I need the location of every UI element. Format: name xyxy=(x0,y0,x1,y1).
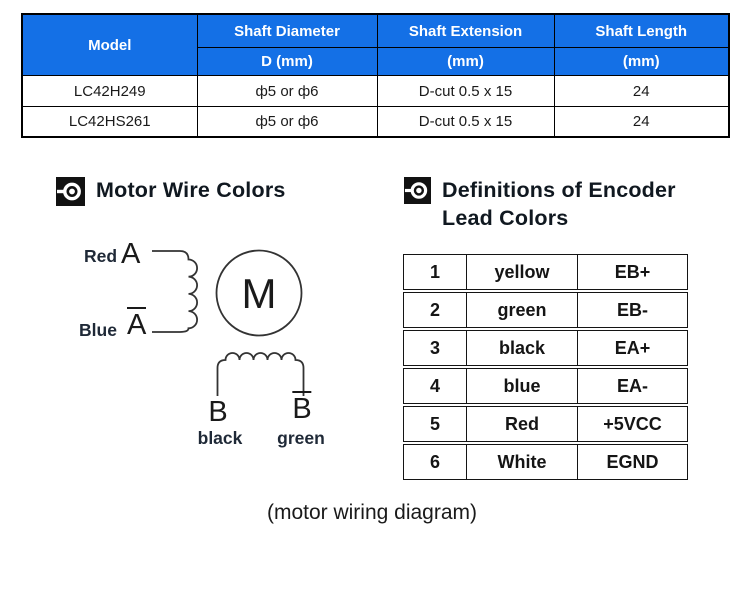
spec-cell-model: LC42H249 xyxy=(21,75,198,107)
encoder-wire-color: yellow xyxy=(467,254,578,290)
encoder-signal: EA- xyxy=(578,368,688,404)
spec-header-shaft-extension: Shaft Extension xyxy=(376,13,555,48)
terminal-a-bar-label: A xyxy=(127,307,147,341)
shaft-spec-table: Model Shaft Diameter Shaft Extension Sha… xyxy=(21,13,730,138)
phase-a-positive-color-label: Red xyxy=(84,246,118,266)
terminal-a-label: A xyxy=(121,238,141,270)
encoder-signal: EGND xyxy=(578,444,688,480)
terminal-b-label: B xyxy=(208,396,228,428)
encoder-signal: EA+ xyxy=(578,330,688,366)
encoder-pin: 2 xyxy=(403,292,467,328)
table-row: LC42H249 ф5 or ф6 D-cut 0.5 x 15 24 xyxy=(21,75,730,107)
spec-cell-length: 24 xyxy=(553,106,730,138)
encoder-signal: +5VCC xyxy=(578,406,688,442)
spec-cell-model: LC42HS261 xyxy=(21,106,198,138)
spec-cell-extension: D-cut 0.5 x 15 xyxy=(376,106,555,138)
bullseye-icon xyxy=(404,177,431,204)
encoder-title-line1: Definitions of Encoder xyxy=(442,178,676,202)
table-row: 2 green EB- xyxy=(403,292,688,328)
encoder-wire-color: black xyxy=(467,330,578,366)
motor-wire-colors-heading: Motor Wire Colors xyxy=(56,177,286,206)
phase-b-positive-color-label: black xyxy=(197,428,243,448)
encoder-pin: 1 xyxy=(403,254,467,290)
phase-b-coil xyxy=(216,352,305,396)
table-row: 4 blue EA- xyxy=(403,368,688,404)
table-row: 1 yellow EB+ xyxy=(403,254,688,290)
phase-a-coil xyxy=(152,250,198,333)
table-row: 5 Red +5VCC xyxy=(403,406,688,442)
encoder-lead-table: 1 yellow EB+ 2 green EB- 3 black EA+ 4 b… xyxy=(403,252,688,482)
table-row: LC42HS261 ф5 or ф6 D-cut 0.5 x 15 24 xyxy=(21,106,730,138)
spec-header-diameter-unit: D (mm) xyxy=(196,47,378,76)
encoder-pin: 3 xyxy=(403,330,467,366)
encoder-signal: EB+ xyxy=(578,254,688,290)
spec-header-shaft-diameter: Shaft Diameter xyxy=(196,13,378,48)
motor-symbol-label: M xyxy=(241,270,277,317)
table-row: 3 black EA+ xyxy=(403,330,688,366)
phase-a-negative-color-label: Blue xyxy=(79,320,117,340)
encoder-lead-colors-heading: Definitions of Encoder Lead Colors xyxy=(404,177,676,232)
bullseye-icon xyxy=(56,177,85,206)
spec-cell-length: 24 xyxy=(553,75,730,107)
diagram-caption: (motor wiring diagram) xyxy=(266,501,478,524)
encoder-pin: 6 xyxy=(403,444,467,480)
motor-wire-colors-title: Motor Wire Colors xyxy=(96,178,286,202)
spec-header-length-unit: (mm) xyxy=(553,47,730,76)
encoder-pin: 4 xyxy=(403,368,467,404)
spec-header-extension-unit: (mm) xyxy=(376,47,555,76)
phase-b-negative-color-label: green xyxy=(277,428,325,448)
spec-cell-extension: D-cut 0.5 x 15 xyxy=(376,75,555,107)
encoder-wire-color: Red xyxy=(467,406,578,442)
spec-cell-diameter: ф5 or ф6 xyxy=(196,75,378,107)
spec-cell-diameter: ф5 or ф6 xyxy=(196,106,378,138)
encoder-title-line2: Lead Colors xyxy=(442,205,569,230)
terminal-b-bar-label: B xyxy=(292,391,312,425)
encoder-wire-color: green xyxy=(467,292,578,328)
encoder-wire-color: blue xyxy=(467,368,578,404)
table-row: 6 White EGND xyxy=(403,444,688,480)
encoder-signal: EB- xyxy=(578,292,688,328)
encoder-wire-color: White xyxy=(467,444,578,480)
encoder-pin: 5 xyxy=(403,406,467,442)
spec-header-model: Model xyxy=(21,13,198,76)
spec-header-shaft-length: Shaft Length xyxy=(553,13,730,48)
